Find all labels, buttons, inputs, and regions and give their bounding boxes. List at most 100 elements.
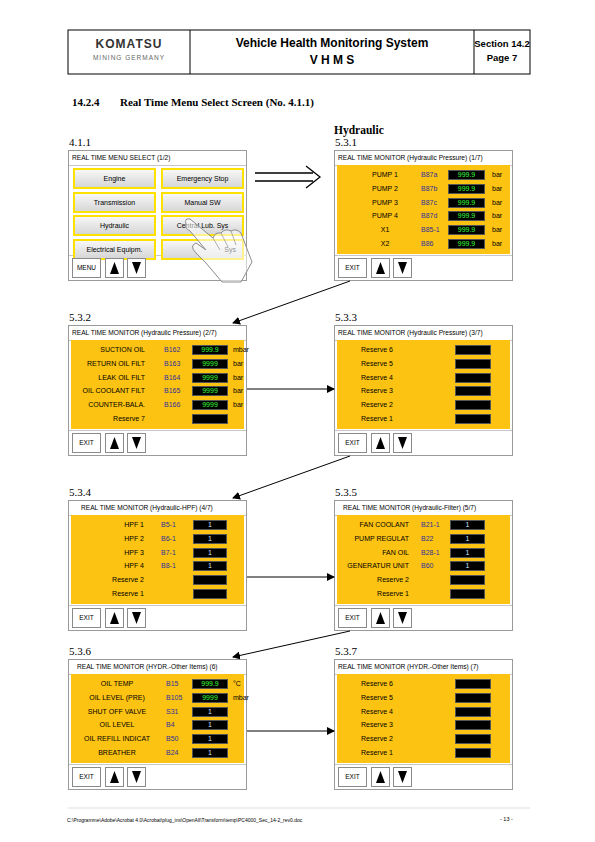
button-label: EXIT (79, 773, 93, 780)
signal-name: SHUT OFF VALVE (75, 707, 159, 717)
scroll-button (105, 767, 124, 787)
soft-button: MENU (72, 258, 101, 278)
sensor-code: B22 (421, 534, 433, 544)
sensor-code: B166 (164, 400, 180, 410)
value-display: 9999 (192, 373, 228, 383)
value-display: 9999 (192, 693, 228, 703)
value-display: 1 (192, 734, 228, 744)
sensor-code: B50 (166, 734, 178, 744)
page-footer: - 13 - (500, 816, 513, 822)
unit-label: bar (233, 386, 243, 396)
empty-display (193, 575, 227, 585)
screen-title: REAL TIME MENU SELECT (1/2) (72, 152, 170, 164)
sensor-code: B87c (421, 198, 437, 208)
screen-title: REAL TIME MONITOR (Hydraulic Pressure) (… (72, 327, 217, 339)
signal-name: Reserve 6 (361, 679, 441, 689)
button-label: Engine (104, 175, 126, 182)
value-display: 999.9 (448, 184, 485, 194)
value-display: 1 (193, 534, 227, 544)
up-arrow-symbol (106, 609, 123, 627)
signal-name: PUMP 3 (353, 198, 417, 208)
value-display: 999.9 (448, 170, 485, 180)
scroll-button (393, 258, 412, 278)
value-display: 999.9 (448, 198, 485, 208)
empty-display (455, 693, 491, 703)
unit-label: bar (492, 225, 502, 235)
value-display: 9999 (192, 386, 228, 396)
value-display: 1 (193, 548, 227, 558)
header-title: Vehicle Health Monitoring System (190, 36, 474, 50)
value-text: 9999 (202, 387, 218, 394)
value-text: 1 (208, 562, 212, 569)
menu-button: Manual SW (161, 192, 244, 213)
flow-arrow (233, 281, 350, 323)
triangle (132, 437, 141, 449)
signal-name: Reserve 1 (335, 589, 409, 599)
value-text: 1 (466, 521, 470, 528)
flow-arrow (247, 577, 334, 578)
menu-button: Emergency Stop (161, 168, 244, 189)
screen-panel: 5.3.4REAL TIME MONITOR (Hydraulic-HPF) (… (68, 500, 247, 631)
section-number: Section 14.2 (474, 38, 530, 49)
soft-button: EXIT (338, 258, 367, 278)
down-arrow-symbol (128, 259, 145, 277)
value-text: 1 (208, 735, 212, 742)
signal-name: FAN OIL (335, 548, 409, 558)
file-path: C:\Programme\Adobe\Acrobat 4.0\Acrobat\p… (67, 817, 302, 823)
up-arrow-symbol (372, 768, 389, 786)
value-display: 999.9 (448, 211, 485, 221)
value-text: 1 (466, 562, 470, 569)
signal-name: Reserve 1 (361, 748, 441, 758)
screen-title: REAL TIME MONITOR (HYDR.-Other Items) (7… (338, 661, 479, 673)
value-display: 1 (450, 534, 485, 544)
screen-panel: 5.3.6REAL TIME MONITOR (HYDR.-Other Item… (68, 659, 247, 790)
signal-name: FAN COOLANT (335, 520, 409, 530)
scroll-button (371, 433, 390, 453)
value-text: 999.9 (201, 680, 219, 687)
up-arrow-symbol (106, 434, 123, 452)
triangle (398, 771, 407, 783)
soft-button: EXIT (72, 433, 101, 453)
sensor-code: B105 (166, 693, 182, 703)
signal-name: PUMP 4 (353, 211, 417, 221)
empty-display (455, 400, 491, 410)
sensor-code: B5-1 (161, 520, 176, 530)
screen-number: 5.3.4 (69, 486, 91, 498)
value-text: 1 (208, 749, 212, 756)
down-arrow-symbol (128, 434, 145, 452)
unit-label: bar (492, 211, 502, 221)
triangle (398, 262, 407, 274)
sensor-code: B24 (166, 748, 178, 758)
button-label: EXIT (79, 614, 93, 621)
button-label: Hydraulic (100, 222, 129, 229)
value-display: 1 (192, 707, 228, 717)
value-display: 999.9 (192, 679, 228, 689)
sensor-code: B28-1 (421, 548, 440, 558)
value-display: 1 (450, 548, 485, 558)
signal-name: PUMP 2 (353, 184, 417, 194)
empty-display (455, 707, 491, 717)
empty-display (192, 414, 228, 424)
menu-button: Engine (73, 168, 156, 189)
sensor-code: B87a (421, 170, 437, 180)
unit-label: bar (492, 170, 502, 180)
signal-name: Reserve 3 (361, 720, 441, 730)
value-text: 999.9 (458, 185, 476, 192)
scroll-button (127, 767, 146, 787)
empty-display (455, 345, 491, 355)
menu-button: Hydraulic (73, 215, 156, 236)
value-text: 999.9 (201, 346, 219, 353)
value-text: 9999 (202, 360, 218, 367)
screen-title: REAL TIME MONITOR (Hydraulic Pressure) (… (338, 327, 483, 339)
unit-label: bar (233, 373, 243, 383)
empty-display (193, 589, 227, 599)
flow-arrow (233, 631, 350, 657)
value-text: 1 (208, 721, 212, 728)
screen-number: 5.3.1 (335, 136, 357, 148)
empty-display (455, 373, 491, 383)
flow-arrow (247, 389, 334, 390)
value-text: 1 (208, 535, 212, 542)
value-text: 1 (466, 535, 470, 542)
signal-name: Reserve 2 (335, 575, 409, 585)
screen-number: 5.3.3 (335, 311, 357, 323)
